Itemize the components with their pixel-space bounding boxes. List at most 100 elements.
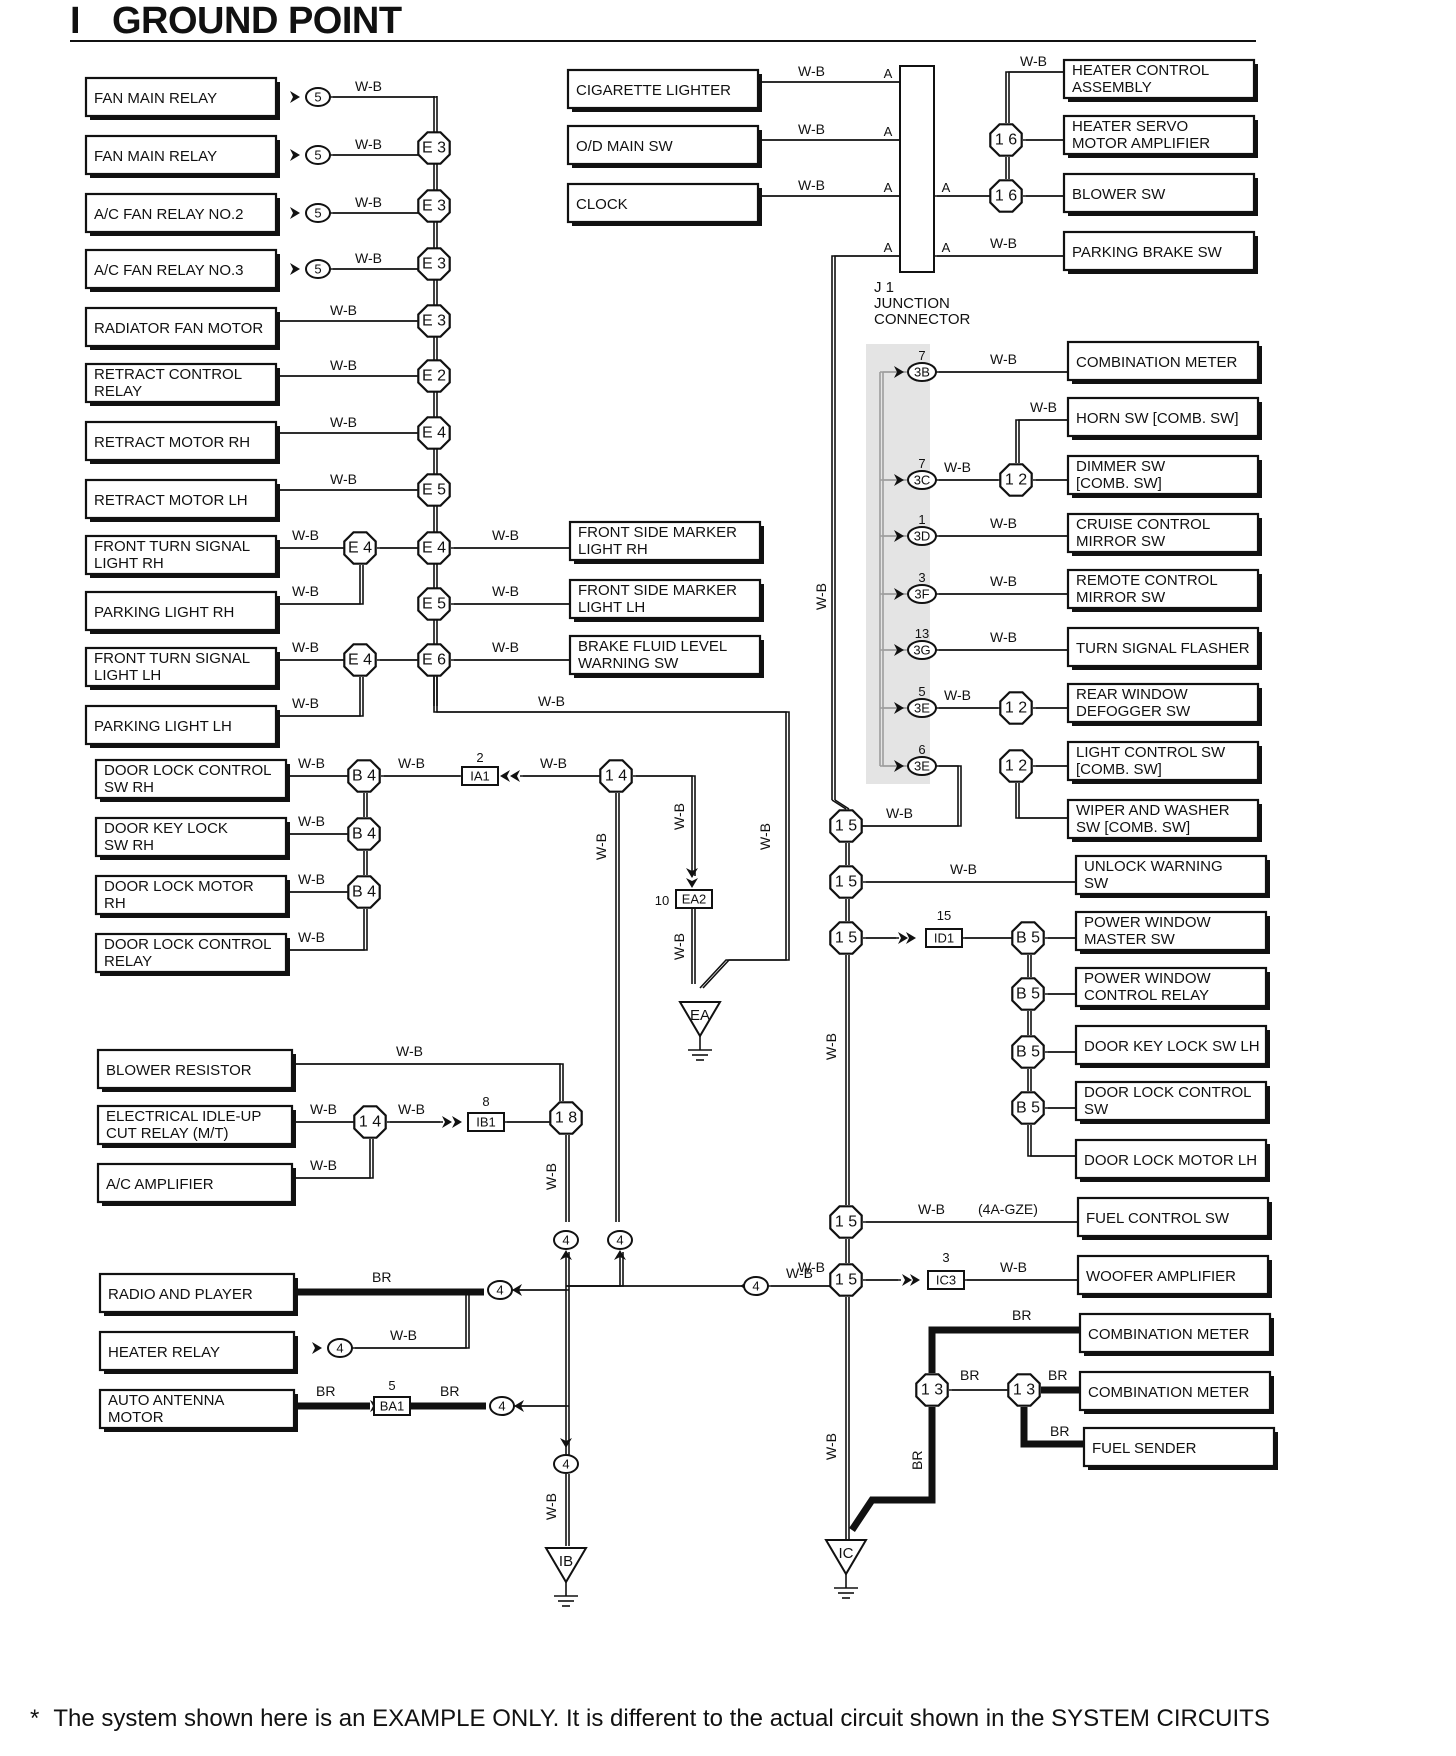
octagon-connector xyxy=(417,247,451,281)
wire-pair xyxy=(834,799,850,810)
octagon-connector xyxy=(347,875,381,909)
component-label: RADIATOR FAN MOTOR xyxy=(94,320,263,337)
connector-conn-e4-4: E 4 xyxy=(343,643,377,677)
octagon-connector xyxy=(343,531,377,565)
wire-color-label: W-B xyxy=(950,861,977,877)
octagon-connector xyxy=(829,1263,863,1297)
component-box xyxy=(84,192,278,234)
component-combination-meter-2: COMBINATION METER xyxy=(1078,1312,1274,1356)
connector-label: 5 xyxy=(314,206,321,221)
component-label: POWER WINDOW xyxy=(1084,970,1211,987)
octagon-connector xyxy=(829,809,863,843)
pin-number: 3 xyxy=(942,1250,949,1265)
component-label: BLOWER SW xyxy=(1072,186,1166,203)
connector-label: 1 5 xyxy=(835,1214,857,1231)
component-box xyxy=(1066,626,1260,668)
pin-number: 3 xyxy=(918,570,925,585)
wire-color-label: W-B xyxy=(757,823,773,850)
wire-color-label: BR xyxy=(1012,1307,1031,1323)
component-label: FRONT SIDE MARKER xyxy=(578,582,737,599)
wire-color-label: W-B xyxy=(798,121,825,137)
component-cigarette-lighter: CIGARETTE LIGHTER xyxy=(566,68,762,112)
component-label: FUEL SENDER xyxy=(1092,1440,1197,1457)
connector-conn-12-3: 1 2 xyxy=(999,749,1033,783)
junction-pin-jp-3d: 3D1 xyxy=(907,512,937,546)
component-od-main-sw: O/D MAIN SW xyxy=(566,124,762,168)
component-label: UNLOCK WARNING xyxy=(1084,858,1223,875)
connector-label: 1 4 xyxy=(605,768,627,785)
component-radio-and-player: RADIO AND PLAYER xyxy=(98,1272,298,1316)
connector-conn-14-a: 1 4 xyxy=(599,759,633,793)
connector-label: 1 5 xyxy=(835,1272,857,1289)
arrow-icon xyxy=(560,1250,572,1260)
footnote: *The system shown here is an EXAMPLE ONL… xyxy=(30,1705,1270,1733)
inline-connector-ic-ia1: IA1 xyxy=(461,766,499,786)
wire-br xyxy=(849,1407,936,1532)
footnote-text: The system shown here is an EXAMPLE ONLY… xyxy=(53,1705,1270,1732)
connector-label: 1 2 xyxy=(1005,700,1027,717)
connector-conn-b4-1: B 4 xyxy=(347,759,381,793)
connector-conn-e5-1: E 5 xyxy=(417,473,451,507)
component-box xyxy=(84,478,278,520)
component-label: RELAY xyxy=(94,383,142,400)
component-label: RELAY xyxy=(104,953,152,970)
connector-label: 1 3 xyxy=(921,1382,943,1399)
connector-conn-b4-3: B 4 xyxy=(347,875,381,909)
connector-conn-e4-3: E 4 xyxy=(343,531,377,565)
wire-color-label: W-B xyxy=(298,929,325,945)
component-label: CIGARETTE LIGHTER xyxy=(576,82,731,99)
arrow-icon xyxy=(894,474,904,486)
inline-connector-box xyxy=(467,1112,505,1132)
connector-sc-4-a: 4 xyxy=(553,1230,579,1250)
inline-connector-label: EA2 xyxy=(682,892,707,907)
component-box xyxy=(1078,1370,1272,1412)
component-label: PARKING BRAKE SW xyxy=(1072,244,1223,261)
component-label: BRAKE FLUID LEVEL xyxy=(578,638,727,655)
connector-sc-4-g: 4 xyxy=(743,1276,769,1296)
component-label: CONTROL RELAY xyxy=(1084,987,1209,1004)
component-label: FUEL CONTROL SW xyxy=(1086,1210,1230,1227)
connector-label: 5 xyxy=(314,90,321,105)
component-label: HEATER RELAY xyxy=(108,1344,220,1361)
connector-label: 4 xyxy=(752,1279,759,1294)
component-label: DOOR LOCK CONTROL xyxy=(1084,1084,1252,1101)
wire-color-label: W-B xyxy=(798,177,825,193)
junction-pin-label: 3E xyxy=(914,701,930,716)
connector-conn-b5-3: B 5 xyxy=(1011,1035,1045,1069)
component-ac-fan-relay-3: A/C FAN RELAY NO.3 xyxy=(84,248,280,292)
junction-connector-j1 xyxy=(899,65,935,273)
ground-label: EA xyxy=(690,1007,710,1024)
arrow-icon xyxy=(452,1116,462,1128)
wire-color-label: W-B xyxy=(918,1201,945,1217)
junction-pin xyxy=(907,698,937,718)
inline-connector-box xyxy=(461,766,499,786)
component-box xyxy=(1076,1196,1270,1238)
component-label: MASTER SW xyxy=(1084,931,1176,948)
component-woofer-amplifier: WOOFER AMPLIFIER xyxy=(1076,1254,1272,1298)
component-box xyxy=(96,1162,294,1204)
connector-label: 1 5 xyxy=(835,930,857,947)
component-label: [COMB. SW] xyxy=(1076,761,1162,778)
octagon-connector xyxy=(999,463,1033,497)
connector-sc-4-f: 4 xyxy=(553,1454,579,1474)
wire-color-label: W-B xyxy=(813,583,829,610)
component-label: MIRROR SW xyxy=(1076,589,1166,606)
wire-color-label: BR xyxy=(316,1383,335,1399)
junction-pin-label: 3E xyxy=(914,759,930,774)
arrow-icon xyxy=(512,1284,522,1296)
wire xyxy=(1015,783,1068,819)
connector-sc-5-3: 5 xyxy=(305,203,331,223)
component-box xyxy=(84,646,278,688)
wire-color-label: W-B xyxy=(396,1043,423,1059)
component-box xyxy=(1066,682,1260,724)
wire-color-label: BR xyxy=(440,1383,459,1399)
component-label: COMBINATION METER xyxy=(1088,1384,1250,1401)
component-label: REAR WINDOW xyxy=(1076,686,1189,703)
octagon-connector xyxy=(999,691,1033,725)
wire-pair xyxy=(1018,419,1071,463)
wire-pair xyxy=(1030,1125,1079,1157)
